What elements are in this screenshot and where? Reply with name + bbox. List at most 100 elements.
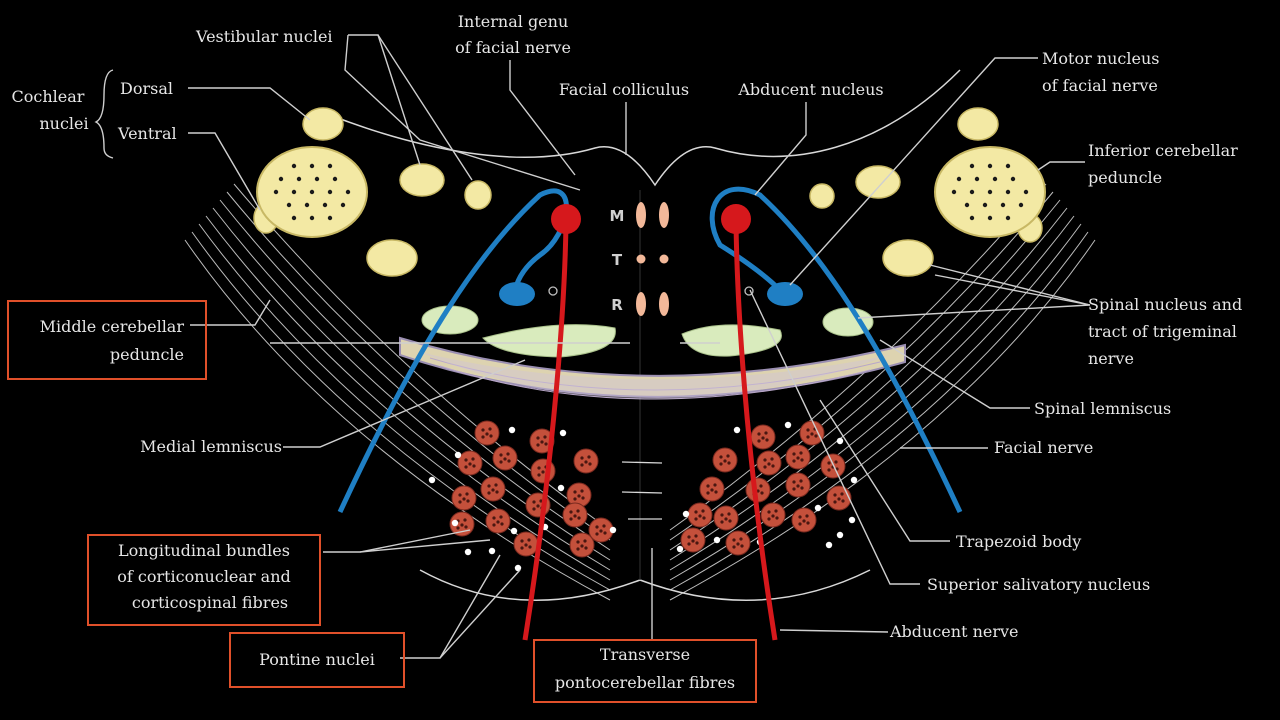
bundle-fibre <box>603 531 607 535</box>
fibre-dot <box>964 202 970 208</box>
bundle-fibre <box>810 432 814 436</box>
fibre-dot <box>987 215 993 221</box>
bundle-fibre <box>710 488 714 492</box>
pontine-nucleus-dot <box>609 526 617 534</box>
bundle-fibre <box>687 535 691 539</box>
bundle-fibre <box>757 439 761 443</box>
fibre-dot <box>1018 202 1024 208</box>
bundle-fibre <box>727 512 731 516</box>
bundle-fibre <box>827 461 831 465</box>
bundle-fibre <box>492 523 496 527</box>
pontine-nucleus-dot <box>733 426 741 434</box>
bundle-fibre <box>792 452 796 456</box>
transverse-fibres-box <box>533 639 757 703</box>
left-abducent-nucleus <box>551 204 581 234</box>
fibre-dot <box>345 189 351 195</box>
abducent-nerve-red <box>522 221 778 641</box>
bundle-fibre <box>727 461 731 465</box>
fibre-dot <box>969 163 975 169</box>
longitudinal-bundles <box>449 420 852 558</box>
bundle-fibre <box>694 510 698 514</box>
fibre-dot <box>332 176 338 182</box>
bundle-fibre <box>698 514 702 518</box>
dorsal-label: Dorsal <box>120 79 173 98</box>
bundle-fibre <box>520 539 524 543</box>
left-salivatory-dot <box>548 286 558 296</box>
right-vestibular-nucleus-1 <box>855 165 901 199</box>
transverse-label-2: pontocerebellar fibres <box>555 673 735 692</box>
pontine-nucleus-dot <box>454 451 462 459</box>
bundle-fibre <box>799 451 803 455</box>
bundle-fibre <box>577 494 581 498</box>
transverse-fibres <box>621 461 663 520</box>
bundle-fibre <box>695 541 699 545</box>
fibre-dot <box>1010 176 1016 182</box>
bundle-fibre <box>543 435 547 439</box>
right-facial-motor-nucleus <box>767 282 803 306</box>
bundle-fibre <box>587 455 591 459</box>
middle-cerebellar-label-2: peduncle <box>110 345 184 364</box>
pontine-nucleus-dot <box>508 426 516 434</box>
tract-letter-t: T <box>612 251 623 269</box>
transverse-label-1: Transverse <box>600 645 690 664</box>
bundle-fibre <box>714 490 718 494</box>
bundle-fibre <box>736 542 740 546</box>
bundle-fibre <box>588 462 592 466</box>
bundle-fibre <box>760 491 764 495</box>
bundle-fibre <box>487 491 491 495</box>
bundle-fibre <box>732 538 736 542</box>
bundle-fibre <box>499 515 503 519</box>
bundle-fibre <box>728 519 732 523</box>
bundle-fibre <box>463 518 467 522</box>
bundle-fibre <box>840 492 844 496</box>
fibre-dot <box>273 189 279 195</box>
bundle-fibre <box>503 457 507 461</box>
bundle-fibre <box>764 431 768 435</box>
bundle-fibre <box>706 484 710 488</box>
bundle-fibre <box>494 483 498 487</box>
bundle-fibre <box>569 510 573 514</box>
bundle-fibre <box>577 516 581 520</box>
fibre-dot <box>309 189 315 195</box>
bundle-fibre <box>499 453 503 457</box>
fibre-dot <box>286 202 292 208</box>
right-medial-green <box>681 324 782 357</box>
bundle-fibre <box>472 464 476 468</box>
bundle-fibre <box>528 545 532 549</box>
pontine-nucleus-dot <box>464 548 472 556</box>
fibre-dot <box>340 202 346 208</box>
bundle-fibre <box>775 516 779 520</box>
bundle-fibre <box>489 434 493 438</box>
bundle-fibre <box>796 484 800 488</box>
spinal-nucleus-label-2: tract of trigeminal <box>1088 322 1237 341</box>
fibre-dot <box>987 189 993 195</box>
bundle-fibre <box>573 514 577 518</box>
bundle-fibre <box>771 514 775 518</box>
bundle-fibre <box>580 489 584 493</box>
fibre-dot <box>969 215 975 221</box>
bundle-fibre <box>460 523 464 527</box>
tract-letter-m: M <box>610 207 625 225</box>
bundle-fibre <box>798 522 802 526</box>
bundle-fibre <box>792 480 796 484</box>
bundle-fibre <box>500 522 504 526</box>
bundle-fibre <box>706 491 710 495</box>
bundle-fibre <box>814 434 818 438</box>
bundle-fibre <box>532 500 536 504</box>
bundle-fibre <box>487 484 491 488</box>
bundle-fibre <box>599 529 603 533</box>
bundle-fibre <box>806 435 810 439</box>
bundle-fibre <box>458 500 462 504</box>
right-dorsal-nucleus <box>957 107 999 141</box>
bundle-fibre <box>740 544 744 548</box>
fibre-dot <box>969 189 975 195</box>
bundle-fibre <box>536 504 540 508</box>
pontine-nucleus-dot <box>850 476 858 484</box>
bundle-fibre <box>798 515 802 519</box>
inferior-cerebellar-label-1: Inferior cerebellar <box>1088 141 1238 160</box>
bundle-fibre <box>805 514 809 518</box>
abducent-nucleus-label: Abducent nucleus <box>737 80 883 99</box>
bundle-fibre <box>573 497 577 501</box>
bundle-fibre <box>485 432 489 436</box>
